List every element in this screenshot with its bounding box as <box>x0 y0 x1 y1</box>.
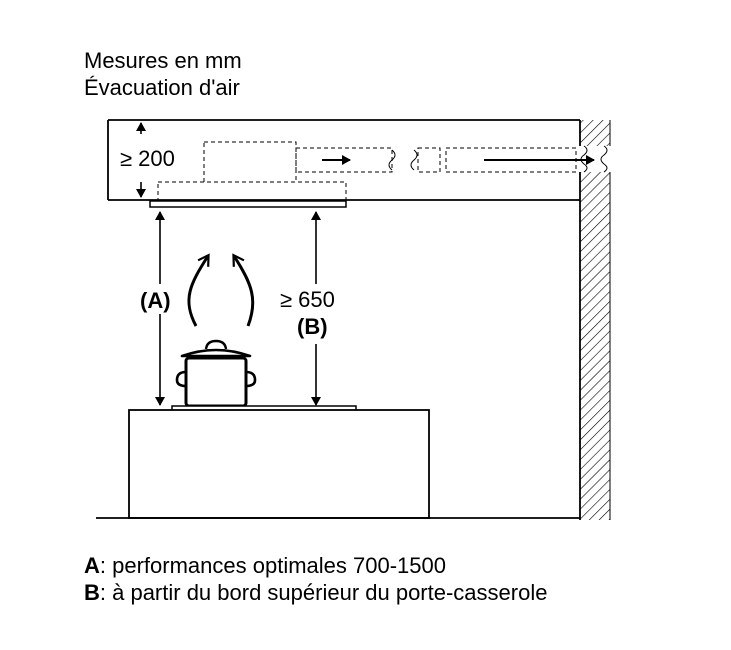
vapour-arrow-left <box>187 253 210 327</box>
legend-item-b: B: à partir du bord supérieur du porte-c… <box>84 580 547 606</box>
hood-panel <box>149 200 347 208</box>
ceiling-clearance-label: ≥ 200 <box>120 146 175 171</box>
air-exhaust-heading: Évacuation d'air <box>84 75 240 100</box>
legend-item-a: A: performances optimales 700-1500 <box>84 553 446 579</box>
dimension-a-label: (A) <box>140 288 171 313</box>
units-heading: Mesures en mm <box>84 48 242 73</box>
legend-text-b: : à partir du bord supérieur du porte-ca… <box>99 580 548 605</box>
vapour-arrow-right <box>232 253 255 327</box>
legend-text-a: : performances optimales 700-1500 <box>99 553 446 578</box>
legend-key-a: A <box>84 553 100 578</box>
cooking-pot-icon <box>175 339 257 408</box>
kitchen-counter <box>96 409 580 519</box>
legend-key-b: B <box>84 580 100 605</box>
dimension-b-label: (B) <box>297 314 328 339</box>
min-height-label: ≥ 650 <box>280 287 335 312</box>
hood-dashed-outline <box>157 141 577 201</box>
wall-hatching <box>580 120 610 520</box>
